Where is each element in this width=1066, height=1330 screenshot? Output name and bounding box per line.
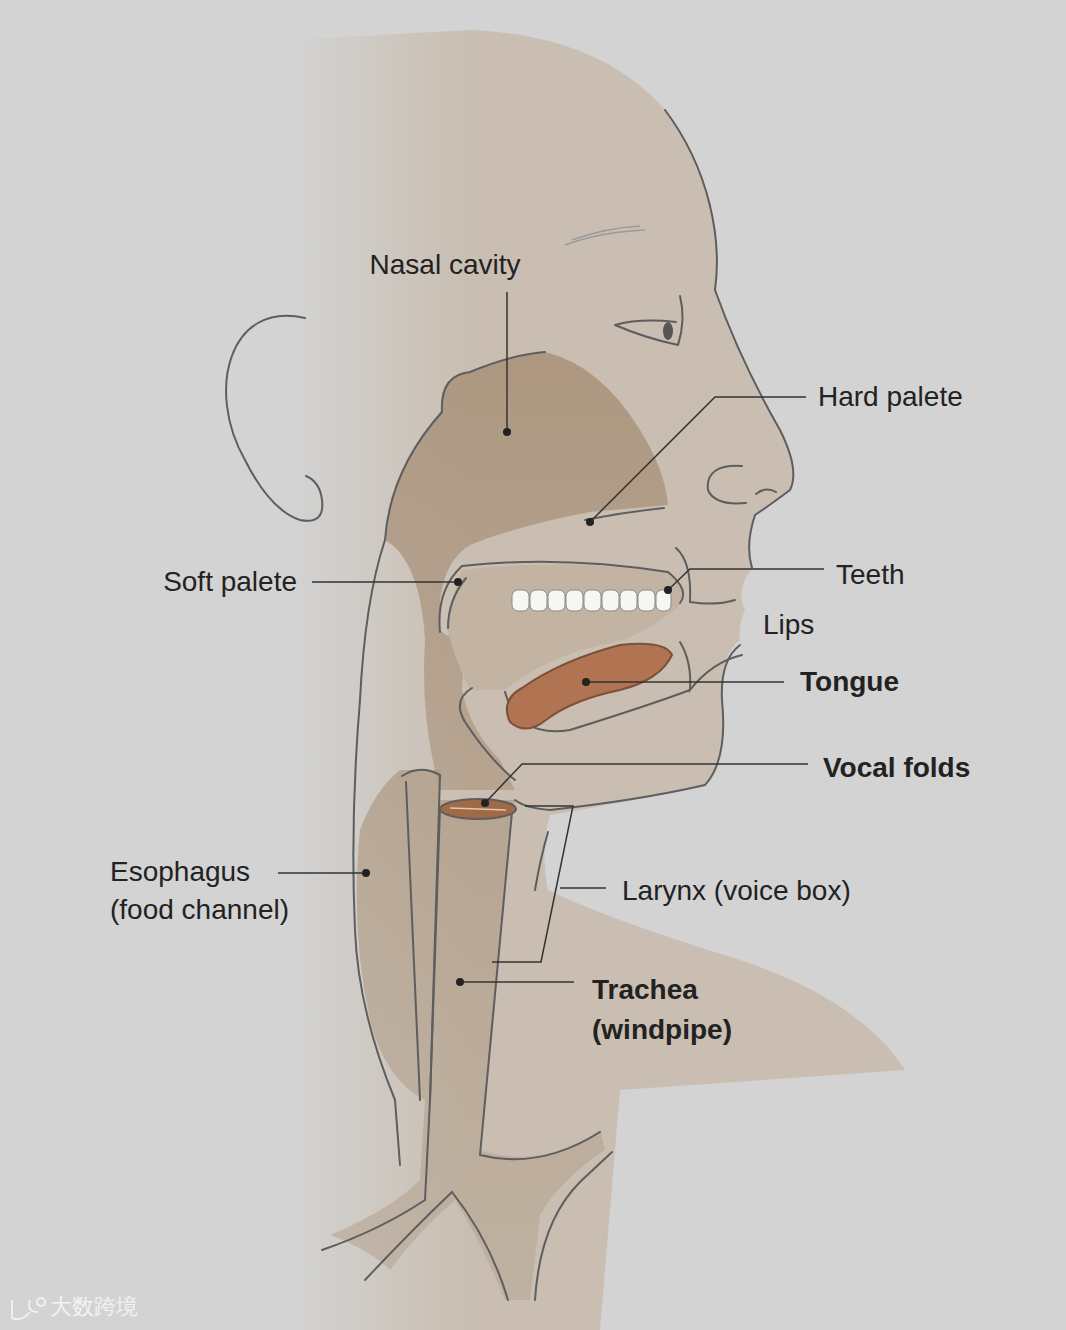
soft-palate: [448, 578, 466, 628]
outline-strokes: [226, 110, 793, 1300]
tooth: [566, 590, 583, 611]
tooth: [584, 590, 601, 611]
epiglottis: [460, 688, 515, 780]
bronchi: [365, 1152, 612, 1300]
nasal-cavity-wall: [442, 352, 545, 412]
leader-line: [560, 887, 606, 889]
iris: [663, 322, 673, 340]
face-profile: [665, 110, 793, 568]
part-label: Trachea (windpipe): [592, 970, 762, 1050]
esophagus-inner: [406, 782, 420, 1100]
leader-line: [485, 764, 808, 803]
hard-palate: [585, 508, 664, 520]
teeth-row: [512, 590, 671, 611]
part-label: Nasal cavity: [340, 246, 550, 284]
part-label: Soft palete: [60, 563, 297, 601]
nostril: [708, 466, 776, 504]
part-label: Hard palete: [818, 378, 1048, 416]
trachea-front: [480, 812, 600, 1159]
lower-lip: [680, 642, 742, 690]
leader-dot: [456, 978, 464, 986]
part-label: Tongue: [800, 663, 1020, 701]
leader-line: [278, 872, 366, 874]
larynx-bracket: [492, 806, 573, 962]
throat-back-wall: [353, 412, 442, 1165]
ear: [226, 316, 322, 521]
eye: [615, 296, 683, 345]
part-label: Lips: [763, 606, 883, 644]
logo-mark: [37, 1298, 45, 1306]
vocal-fold-slit: [450, 808, 506, 810]
upper-lip: [676, 548, 735, 604]
leader-line: [460, 981, 574, 983]
esophagus-wall: [402, 770, 440, 1100]
leader-dot: [454, 578, 462, 586]
brow-sketch: [565, 226, 645, 245]
part-label: Vocal folds: [823, 749, 1053, 787]
leader-line: [590, 397, 806, 522]
tooth: [530, 590, 547, 611]
trachea-back: [322, 808, 440, 1250]
leader-dot: [362, 869, 370, 877]
tongue: [507, 644, 672, 729]
leader-dot: [582, 678, 590, 686]
tooth: [602, 590, 619, 611]
leader-line: [668, 569, 824, 590]
leader-line: [506, 292, 508, 432]
leader-dot: [503, 428, 511, 436]
leader-line: [586, 681, 784, 683]
neck-line: [535, 832, 548, 890]
tooth: [548, 590, 565, 611]
leader-dot: [481, 799, 489, 807]
tooth: [638, 590, 655, 611]
logo-mark: [12, 1300, 38, 1319]
watermark: 大数跨境: [50, 1294, 190, 1320]
esophagus-trachea-region: [330, 770, 605, 1300]
part-label: Teeth: [836, 556, 1036, 594]
mouth-roof: [439, 562, 683, 632]
leader-dot: [586, 518, 594, 526]
leader-line: [312, 581, 458, 583]
watermark-logo: [12, 1298, 45, 1319]
tooth: [512, 590, 529, 611]
tooth: [620, 590, 637, 611]
leader-dot: [664, 586, 672, 594]
brow-stroke: [572, 226, 640, 240]
part-label: Esophagus (food channel): [110, 853, 305, 929]
part-label: Larynx (voice box): [622, 872, 1022, 910]
vocal-folds: [440, 799, 516, 819]
